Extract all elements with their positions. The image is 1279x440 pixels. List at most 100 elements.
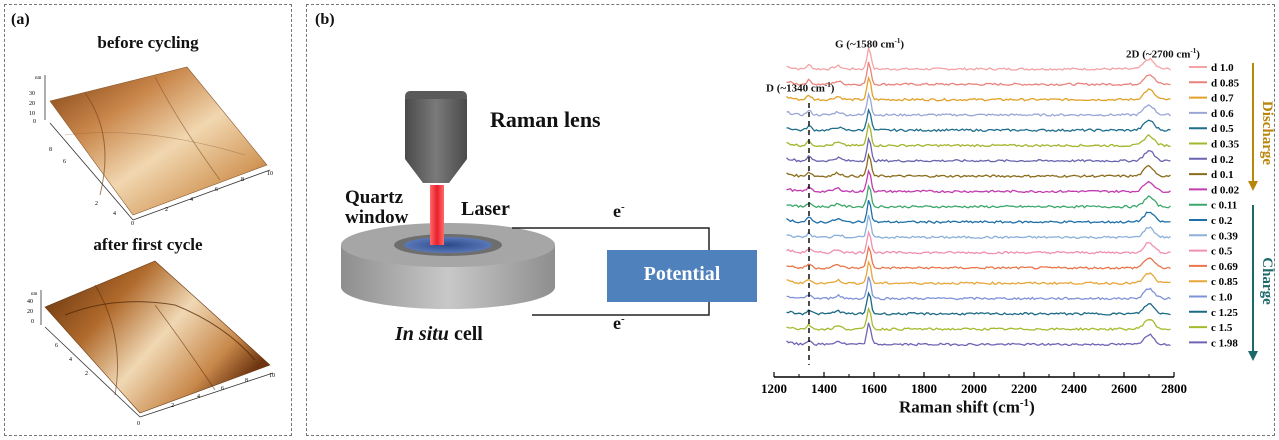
svg-text:0: 0 — [31, 319, 34, 325]
legend-label: d 1.0 — [1211, 62, 1234, 74]
electron-bottom-sup: - — [621, 313, 625, 325]
legend-label: c 0.11 — [1211, 200, 1237, 212]
spectrum-line — [786, 291, 1171, 316]
circuit-wires — [512, 227, 710, 316]
2d-annotation-close: ) — [1196, 48, 1200, 61]
x-tick-label: 2600 — [1111, 381, 1137, 396]
x-tick-label: 1200 — [761, 381, 787, 396]
raman-lens-label: Raman lens — [490, 107, 601, 132]
d-annotation-text: D (~1340 cm — [766, 82, 825, 95]
svg-text:8: 8 — [245, 378, 248, 384]
legend-label: d 0.6 — [1211, 108, 1234, 120]
electron-bottom-text: e — [613, 313, 621, 333]
d-peak-annotation: D (~1340 cm-1) — [766, 81, 834, 95]
in-situ-cell-label: In situ cell — [395, 323, 483, 346]
d-annotation-sup: -1 — [824, 81, 831, 89]
legend-label: c 0.2 — [1211, 215, 1233, 227]
g-annotation-close: ) — [900, 38, 905, 51]
spectra-lines — [786, 45, 1171, 347]
in-situ-cell-icon — [341, 223, 555, 309]
afm-surface-bottom: 40 20 0 nm 2 4 6 2 4 6 8 10 0 — [27, 260, 275, 427]
2d-annotation-text: 2D (~2700 cm — [1126, 48, 1191, 61]
x-tick-label: 2800 — [1161, 381, 1187, 396]
spectrum-line — [786, 259, 1171, 286]
legend-label: c 0.5 — [1211, 246, 1233, 258]
svg-text:4: 4 — [190, 197, 193, 203]
legend: d 1.0 d 0.85 d 0.7 d 0.6 d 0.5 d 0.35 d 0.2 d 0… — [1189, 62, 1240, 349]
discharge-label: Discharge — [1259, 101, 1275, 165]
svg-text:8: 8 — [49, 147, 52, 153]
svg-text:30: 30 — [29, 91, 35, 97]
x-tick-label: 2200 — [1011, 381, 1037, 396]
spectrum-line — [786, 199, 1171, 224]
charge-arrowhead — [1248, 351, 1258, 361]
svg-text:4: 4 — [69, 357, 72, 363]
electron-top-sup: - — [621, 201, 625, 213]
svg-text:10: 10 — [267, 171, 273, 177]
legend-label: d 0.35 — [1211, 139, 1240, 151]
raman-lens-icon — [405, 91, 467, 183]
legend-label: c 1.0 — [1211, 292, 1233, 304]
svg-text:10: 10 — [269, 373, 275, 379]
potential-label: Potential — [643, 263, 721, 285]
spectrum-line — [786, 245, 1171, 270]
laser-label: Laser — [461, 198, 510, 220]
svg-text:2: 2 — [171, 403, 174, 409]
svg-text:10: 10 — [29, 111, 35, 117]
electron-top-text: e — [613, 201, 621, 221]
svg-text:40: 40 — [27, 299, 33, 305]
svg-text:6: 6 — [221, 386, 224, 392]
panel-b: (b) — [306, 4, 1275, 436]
legend-label: d 0.5 — [1211, 123, 1234, 135]
quartz-window-label: Quartz window — [345, 188, 408, 228]
panel-a: (a) before cycling after first cycle — [4, 4, 292, 436]
svg-text:20: 20 — [29, 101, 35, 107]
legend-label: c 1.98 — [1211, 337, 1238, 349]
svg-text:nm: nm — [31, 292, 38, 297]
legend-label: d 0.7 — [1211, 93, 1234, 105]
2d-annotation-sup: -1 — [1190, 47, 1197, 55]
spectrum-line — [786, 75, 1171, 102]
g-annotation-sup: -1 — [894, 37, 901, 45]
spectrum-line — [786, 61, 1171, 87]
svg-text:20: 20 — [27, 309, 33, 315]
spectrum-line — [786, 136, 1171, 163]
g-peak-annotation: G (~1580 cm-1) — [835, 37, 904, 51]
potential-box — [607, 250, 757, 302]
spectrum-line — [786, 276, 1171, 301]
x-tick-label: 2000 — [961, 381, 987, 396]
svg-text:0: 0 — [33, 119, 36, 125]
legend-label: d 0.85 — [1211, 77, 1240, 89]
svg-text:8: 8 — [241, 177, 244, 183]
afm-top-title: before cycling — [97, 33, 199, 52]
svg-text:4: 4 — [113, 211, 116, 217]
legend-label: d 0.2 — [1211, 154, 1234, 166]
svg-text:2: 2 — [85, 371, 88, 377]
spectrum-line — [786, 183, 1171, 209]
legend-label: c 0.69 — [1211, 261, 1238, 273]
discharge-arrowhead — [1248, 181, 1258, 191]
spectrum-line — [786, 168, 1171, 194]
x-tick-label: 2400 — [1061, 381, 1087, 396]
x-axis-label-sup: -1 — [1019, 397, 1030, 409]
afm-images: 30 20 10 0 nm 2 4 2 4 6 8 10 6 8 0 40 2 — [27, 66, 275, 427]
in-situ-setup-diagram — [341, 91, 757, 316]
spectrum-line — [786, 91, 1171, 117]
spectrum-line — [786, 152, 1171, 178]
legend-label: d 0.02 — [1211, 184, 1240, 196]
panel-a-label: (a) — [11, 11, 30, 28]
spectrum-line — [786, 214, 1171, 240]
electron-top-label: e- — [613, 201, 625, 222]
legend-label: c 0.85 — [1211, 276, 1238, 288]
afm-surface-top: 30 20 10 0 nm 2 4 2 4 6 8 10 6 8 0 — [29, 66, 273, 227]
spectrum-line — [786, 122, 1171, 148]
legend-label: c 1.5 — [1211, 322, 1233, 334]
x-axis-label-close: ) — [1029, 397, 1035, 417]
charge-label: Charge — [1259, 257, 1275, 305]
svg-text:4: 4 — [197, 394, 200, 400]
svg-text:6: 6 — [215, 187, 218, 193]
afm-bottom-title: after first cycle — [93, 235, 203, 254]
spectrum-line — [786, 306, 1171, 331]
svg-text:0: 0 — [131, 221, 134, 227]
